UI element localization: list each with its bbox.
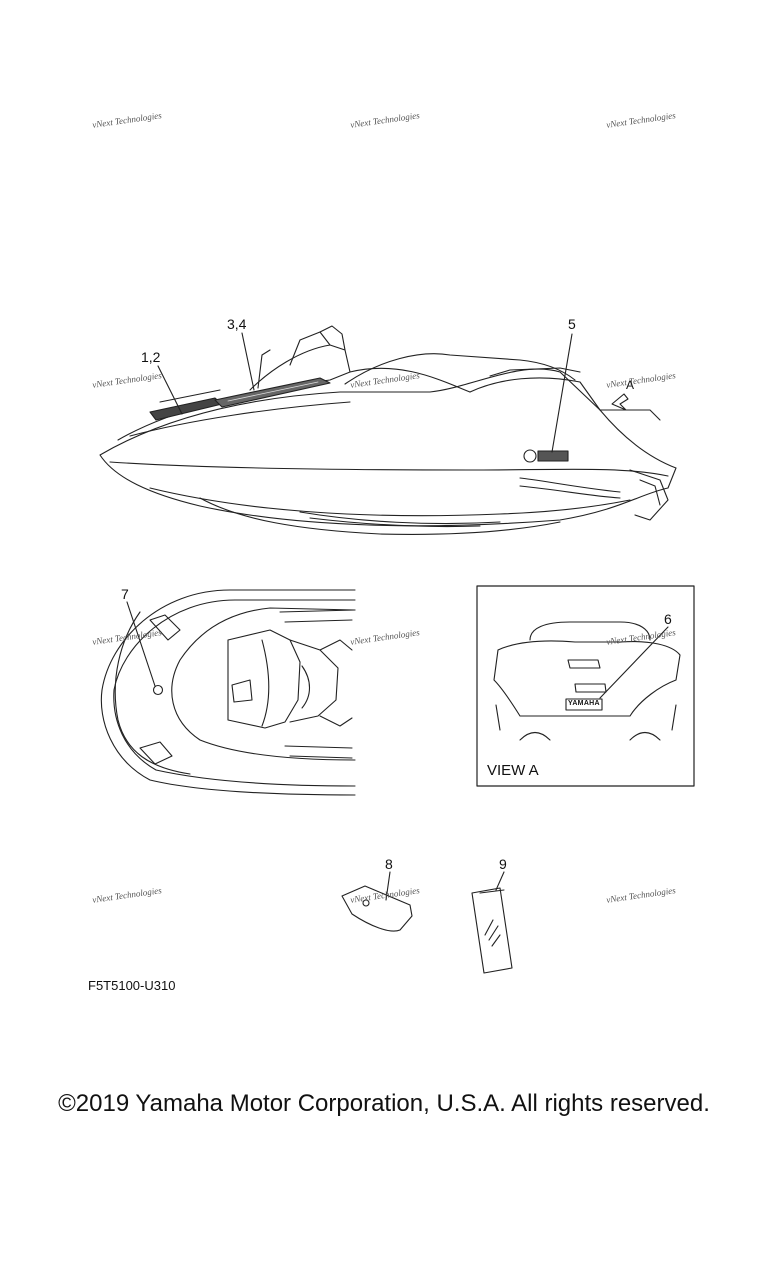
watercraft-side-view — [99, 325, 677, 535]
view-a-label: VIEW A — [487, 762, 539, 779]
callout-7: 7 — [121, 586, 129, 602]
copyright-notice: ©2019 Yamaha Motor Corporation, U.S.A. A… — [58, 1090, 710, 1117]
watercraft-top-view — [100, 589, 356, 796]
callout-9: 9 — [499, 856, 507, 872]
callout-5: 5 — [568, 316, 576, 332]
part-9-manual — [471, 871, 513, 974]
yamaha-badge-label: YAMAHA — [568, 700, 600, 707]
view-a-box — [476, 585, 695, 787]
callout-3-4: 3,4 — [227, 316, 247, 332]
callout-8: 8 — [385, 856, 393, 872]
part-8-tag — [341, 871, 413, 932]
callout-6: 6 — [664, 611, 672, 627]
arrow-a-label: A — [626, 378, 635, 392]
callout-1-2: 1,2 — [141, 349, 161, 365]
diagram-code: F5T5100-U310 — [88, 978, 176, 993]
